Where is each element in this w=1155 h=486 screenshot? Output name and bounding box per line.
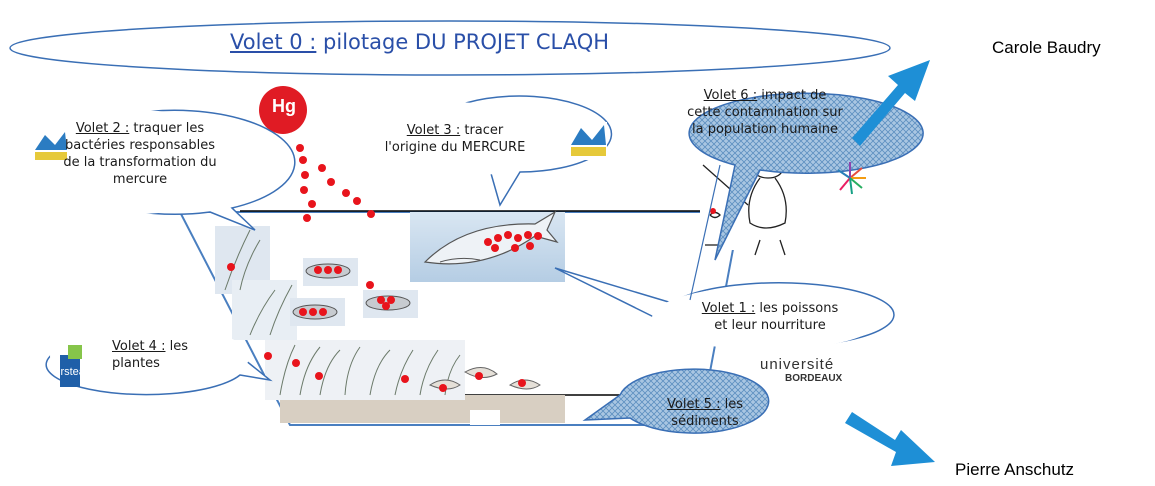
volet0-title: Volet 0 : pilotage DU PROJET CLAQH — [230, 30, 610, 54]
mercury-dots — [227, 144, 774, 392]
logo-bordeaux-text: BORDEAUX — [785, 373, 843, 384]
name-top-right: Carole Baudry — [992, 38, 1101, 57]
volet3-text: Volet 3 : tracer l'origine du MERCURE — [384, 123, 526, 155]
volet5-bubble — [582, 368, 770, 434]
arrow-down-right — [845, 412, 935, 466]
arrow-up-right — [852, 60, 930, 146]
plants-illustration — [215, 226, 465, 400]
name-bottom-right: Pierre Anschutz — [955, 460, 1075, 479]
volet0-ellipse — [9, 20, 891, 76]
volet1-text: Volet 1 : les poissons et leur nourritur… — [701, 301, 839, 333]
shrimp-illustration — [428, 367, 541, 390]
volet5-text: Volet 5 : les sédiments — [667, 397, 743, 429]
logo-irstea — [60, 345, 82, 387]
logo-colorful-burst — [837, 162, 866, 195]
volet6-text: Volet 6 : impact de cette contamination … — [687, 88, 843, 137]
logo-irstea-text: irstea — [58, 366, 85, 378]
small-fish-illustration — [290, 258, 418, 326]
big-fish-illustration — [410, 210, 565, 282]
logo-triangle-left — [33, 130, 67, 160]
fisherman-illustration — [700, 161, 805, 256]
volet2-text: Volet 2 : traquer les bactéries responsa… — [63, 121, 217, 187]
logo-universite-text: université — [760, 356, 835, 373]
hg-circle — [259, 86, 307, 134]
logo-triangle-right — [569, 122, 607, 160]
volet4-text: Volet 4 : les plantes — [112, 339, 188, 371]
hg-label: Hg — [272, 96, 296, 116]
